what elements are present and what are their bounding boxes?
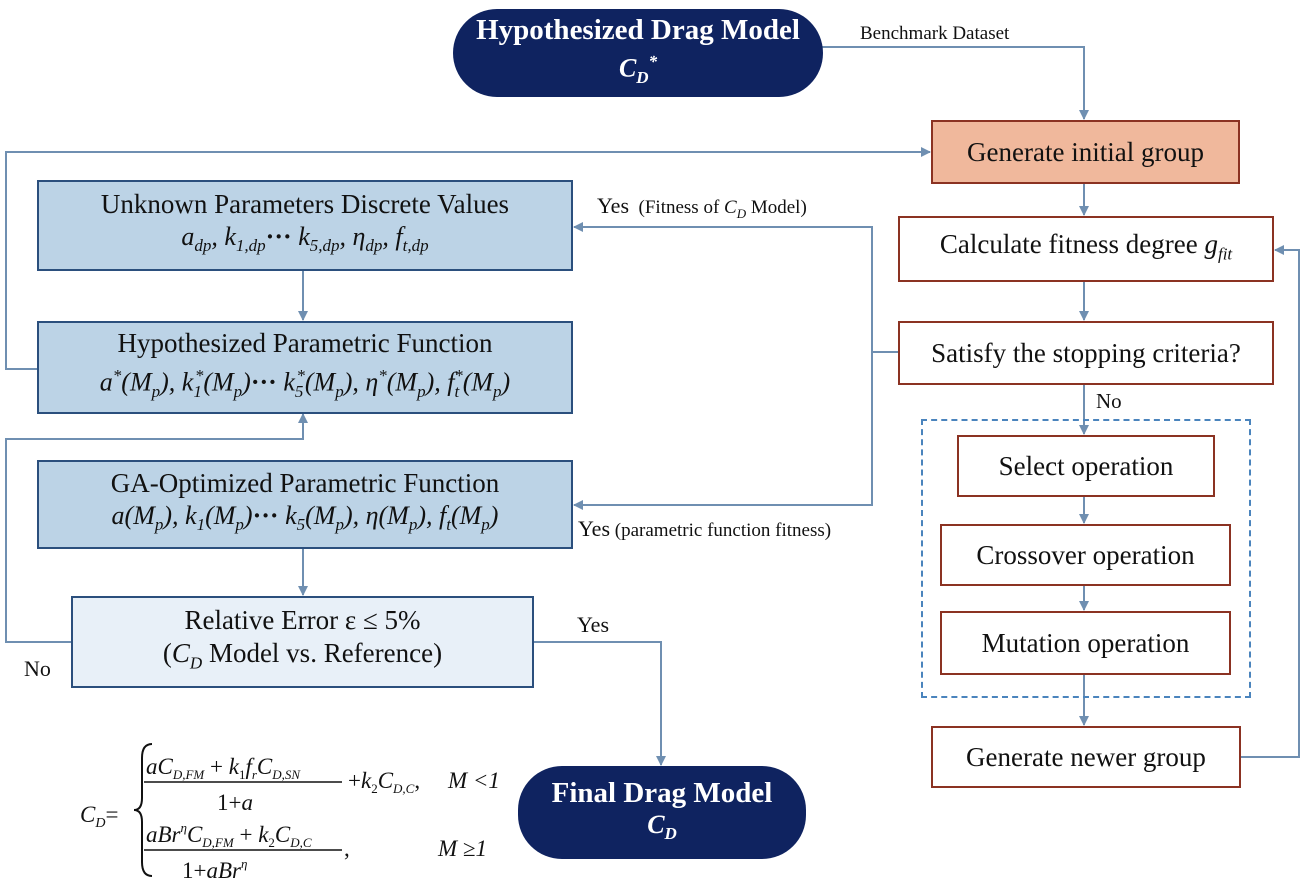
hypo-function-formula: a*(Mp), k1*(Mp)··· k5*(Mp), η*(Mp), ft*(… — [99, 366, 511, 401]
mutation-operation-label: Mutation operation — [981, 627, 1190, 658]
final-symbol: CD — [647, 809, 677, 844]
stopping-criteria-label: Satisfy the stopping criteria? — [931, 337, 1241, 368]
mutation-operation-box: Mutation operation — [940, 611, 1231, 675]
generate-initial-box: Generate initial group — [931, 120, 1240, 184]
ga-function-title: GA-Optimized Parametric Function — [110, 468, 500, 499]
svg-text:aBrηCD,FM + k2CD,C: aBrηCD,FM + k2CD,C — [146, 820, 312, 850]
generate-newer-label: Generate newer group — [966, 741, 1206, 772]
select-operation-label: Select operation — [998, 450, 1174, 481]
unknown-params-title: Unknown Parameters Discrete Values — [100, 189, 510, 220]
final-node: Final Drag Model CD — [518, 766, 806, 859]
unknown-params-box: Unknown Parameters Discrete Values adp, … — [37, 180, 573, 271]
yes-param-label: Yes (parametric function fitness) — [578, 516, 832, 542]
formula-cond1: M <1 — [447, 768, 500, 793]
relative-error-box: Relative Error ε ≤ 5% (CD Model vs. Refe… — [71, 596, 534, 688]
calc-fitness-label: Calculate fitness degree gfit — [939, 228, 1233, 264]
stopping-criteria-box: Satisfy the stopping criteria? — [898, 321, 1274, 385]
start-symbol: CD* — [618, 52, 658, 87]
benchmark-label: Benchmark Dataset — [860, 23, 1010, 44]
hypo-function-title: Hypothesized Parametric Function — [117, 328, 493, 359]
ga-function-box: GA-Optimized Parametric Function a(Mp), … — [37, 460, 573, 549]
start-node: Hypothesized Drag Model CD* — [453, 9, 823, 97]
svg-text:1+aBrη: 1+aBrη — [182, 856, 247, 883]
start-title: Hypothesized Drag Model — [476, 14, 800, 47]
svg-text:1+a: 1+a — [217, 790, 253, 815]
calc-fitness-box: Calculate fitness degree gfit — [898, 216, 1274, 282]
svg-text:CD=: CD= — [80, 802, 118, 831]
final-title: Final Drag Model — [551, 776, 773, 809]
generate-newer-box: Generate newer group — [931, 726, 1241, 788]
no-label-right: No — [1096, 389, 1122, 413]
unknown-params-formula: adp, k1,dp··· k5,dp, ηdp, ft,dp — [181, 222, 429, 256]
hypo-function-box: Hypothesized Parametric Function a*(Mp),… — [37, 321, 573, 414]
ga-function-formula: a(Mp), k1(Mp)··· k5(Mp), η(Mp), ft(Mp) — [111, 501, 499, 535]
no-left-label: No — [24, 656, 51, 681]
svg-text:,: , — [344, 836, 350, 861]
drag-model-formula: CD= aCD,FM + k1frCD,SN 1+a +k2CD,C, M <1… — [80, 743, 500, 883]
generate-initial-label: Generate initial group — [967, 136, 1204, 167]
arrow-newer-to-calc — [1241, 245, 1300, 758]
relative-error-line2: (CD Model vs. Reference) — [162, 638, 443, 673]
arrow-hypo-to-generate — [5, 147, 931, 370]
arrow-stopping-to-unknown — [573, 222, 898, 353]
arrow-stopping-to-ga — [573, 352, 873, 510]
formula-cond2: M ≥1 — [437, 836, 487, 861]
crossover-operation-label: Crossover operation — [976, 539, 1195, 570]
crossover-operation-box: Crossover operation — [940, 524, 1231, 586]
arrow-start-to-generate — [822, 46, 1089, 120]
yes-fitness-label: Yes (Fitness of CD Model) — [597, 193, 807, 221]
relative-error-line1: Relative Error ε ≤ 5% — [184, 605, 421, 636]
svg-text:+k2CD,C,: +k2CD,C, — [348, 768, 420, 796]
select-operation-box: Select operation — [957, 435, 1215, 497]
svg-text:aCD,FM + k1frCD,SN: aCD,FM + k1frCD,SN — [146, 754, 301, 782]
arrow-relerr-to-final — [534, 641, 666, 766]
arrow-relerr-to-hypo — [5, 413, 308, 643]
ga-operations-group — [921, 419, 1251, 698]
yes-final-label: Yes — [577, 612, 610, 637]
